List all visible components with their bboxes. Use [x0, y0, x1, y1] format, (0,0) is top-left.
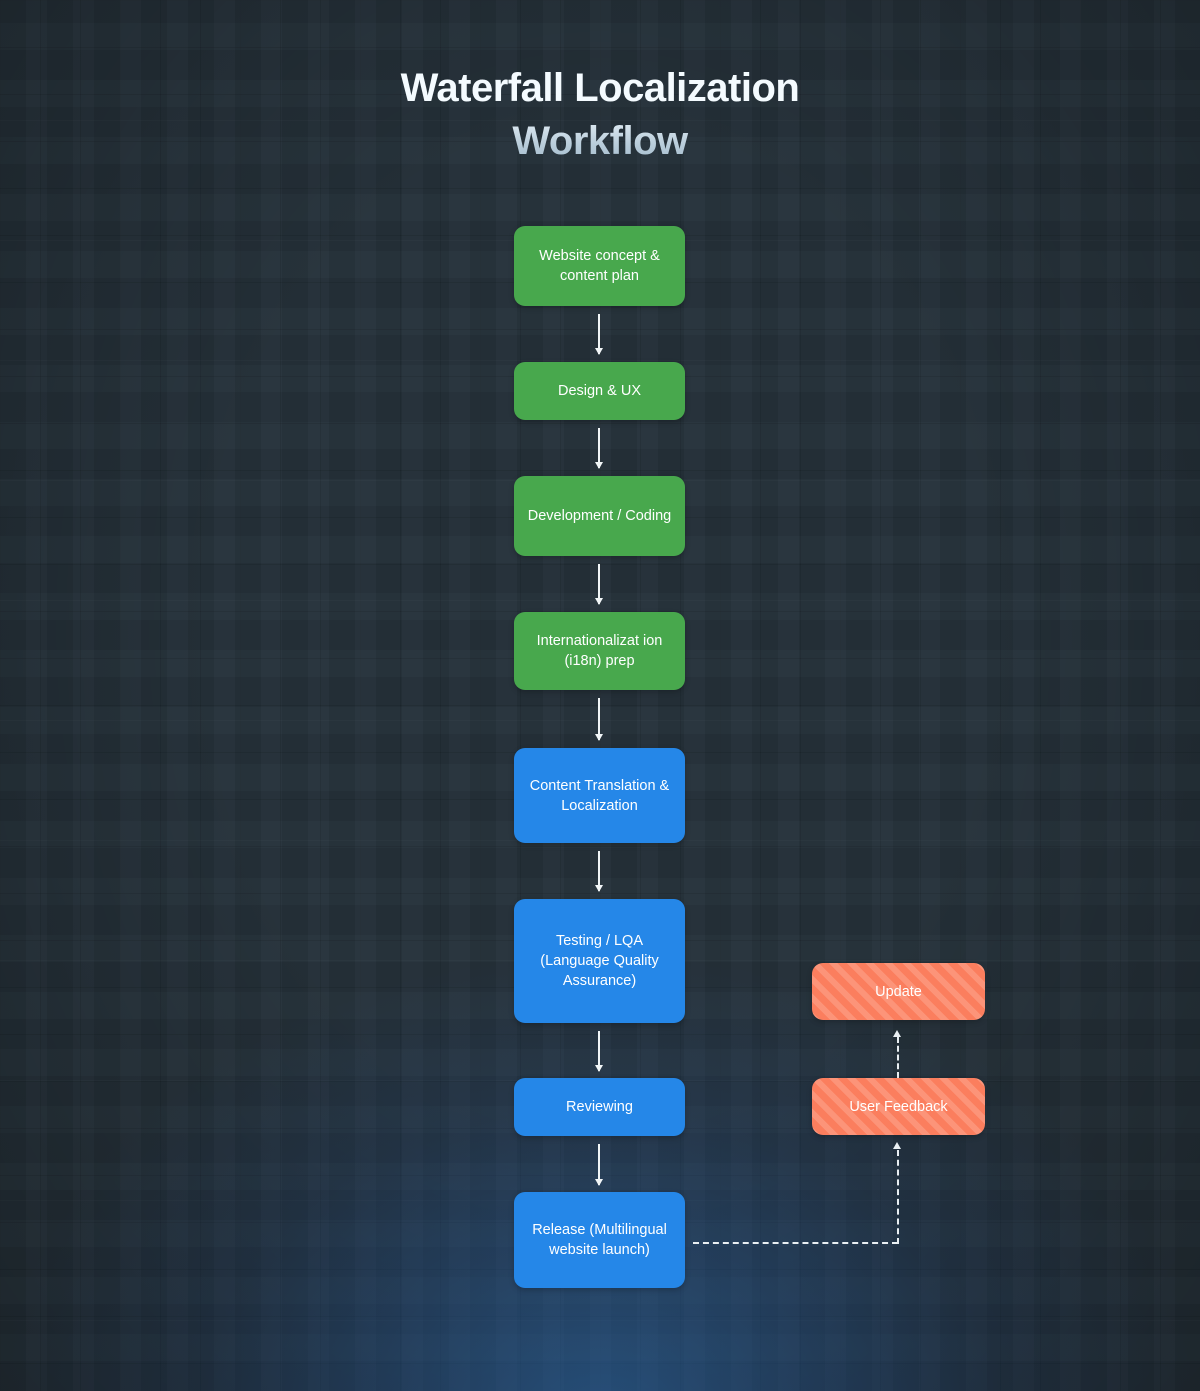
dashed-arrowhead-to-update: [893, 1030, 901, 1037]
node-website-concept[interactable]: Website concept & content plan: [514, 226, 685, 306]
node-label: Update: [875, 983, 922, 1000]
arrow-reviewing-to-release: [598, 1144, 600, 1185]
page-title-line-1: Waterfall Localization: [400, 66, 800, 110]
node-i18n-prep[interactable]: Internationalizat ion (i18n) prep: [514, 612, 685, 690]
node-label: Design & UX: [557, 383, 641, 399]
arrow-i18n-to-content-translation: [598, 698, 600, 740]
dashed-arrowhead-to-user-feedback: [893, 1142, 901, 1149]
arrow-development-to-i18n: [598, 564, 600, 604]
node-testing-lqa[interactable]: Testing / LQA (Language Quality Assuranc…: [514, 899, 685, 1023]
arrow-testing-to-reviewing: [598, 1031, 600, 1071]
arrow-content-translation-to-testing: [598, 851, 600, 891]
node-user-feedback[interactable]: User Feedback: [812, 1078, 985, 1135]
node-label: Content Translation & Localization: [529, 777, 670, 814]
node-label: Reviewing: [566, 1099, 633, 1115]
node-label: Release (Multilingual website launch): [532, 1222, 667, 1258]
page-title: Waterfall Localization Workflow: [0, 62, 1200, 168]
node-label: Internationalizat ion (i18n) prep: [536, 633, 663, 669]
node-label: Development / Coding: [527, 508, 672, 524]
page-title-line-2: Workflow: [0, 115, 1200, 168]
dashed-connector-release-vertical: [897, 1150, 899, 1244]
node-label: Website concept & content plan: [539, 248, 660, 284]
node-label: Testing / LQA (Language Quality Assuranc…: [540, 933, 659, 989]
background-blue-glow: [10, 961, 1190, 1391]
dashed-connector-release-horizontal: [693, 1242, 898, 1244]
node-label: User Feedback: [849, 1098, 948, 1115]
node-design-ux[interactable]: Design & UX: [514, 362, 685, 420]
node-release[interactable]: Release (Multilingual website launch): [514, 1192, 685, 1288]
node-update[interactable]: Update: [812, 963, 985, 1020]
arrow-website-concept-to-design-ux: [598, 314, 600, 354]
arrow-design-ux-to-development: [598, 428, 600, 468]
node-development-coding[interactable]: Development / Coding: [514, 476, 685, 556]
node-reviewing[interactable]: Reviewing: [514, 1078, 685, 1136]
dashed-connector-feedback-to-update: [897, 1037, 899, 1078]
node-content-translation[interactable]: Content Translation & Localization: [514, 748, 685, 843]
